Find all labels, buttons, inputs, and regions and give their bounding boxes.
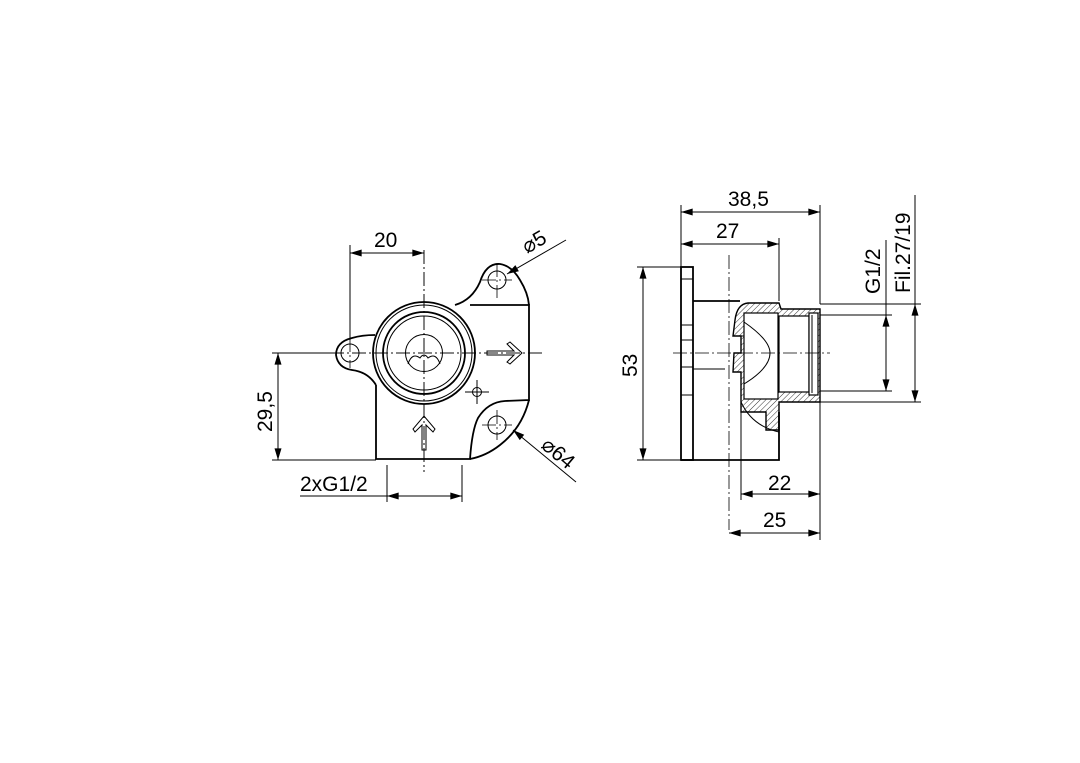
dim-20-label: 20 [374, 229, 397, 252]
left-lug [335, 334, 377, 386]
flow-arrow-right-icon [486, 341, 523, 365]
dim-g1-2-label: G1/2 [862, 248, 885, 294]
flow-arrow-up-icon [412, 415, 436, 451]
dim-22-label: 22 [768, 472, 791, 495]
bottom-lug [469, 399, 530, 460]
body-outline [375, 304, 530, 460]
flange-plate [680, 266, 694, 461]
dim-line-hole [506, 239, 567, 275]
dim-line-circle [512, 429, 577, 483]
dim-25-label: 25 [763, 509, 786, 532]
front-view: 20 ⌀5 ⌀64 29,5 2xG1/2 [254, 226, 579, 502]
dim-29-5-label: 29,5 [254, 391, 277, 432]
dim-circle-label: ⌀64 [537, 433, 580, 474]
top-lug [454, 263, 530, 306]
dim-27-label: 27 [716, 220, 739, 243]
dim-hole-label: ⌀5 [518, 226, 551, 258]
side-view: 38,5 27 53 G1/2 Fil.27/19 22 25 [619, 188, 921, 540]
dim-38-5-label: 38,5 [728, 188, 769, 211]
dim-thread-label: 2xG1/2 [300, 473, 368, 496]
dim-53-label: 53 [619, 354, 642, 377]
dim-fil-label: Fil.27/19 [892, 212, 915, 293]
